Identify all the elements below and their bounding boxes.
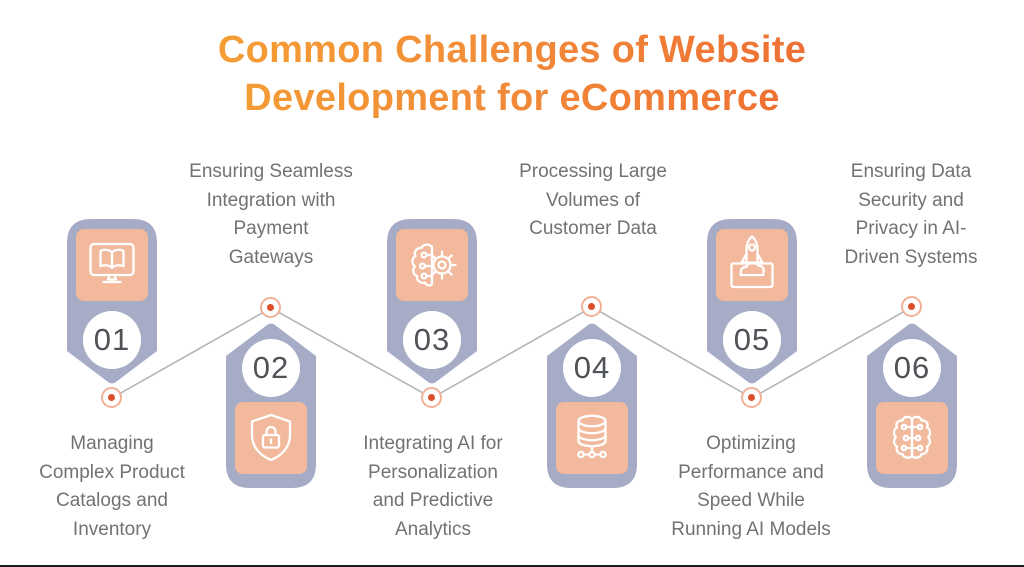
milestone-dot-4: [588, 303, 595, 310]
milestone-dot-5: [748, 394, 755, 401]
shield-lock-icon: [250, 413, 292, 462]
badge-01-number: 01: [83, 311, 141, 369]
brain-gear-icon: [411, 243, 457, 287]
badge-02-number: 02: [242, 339, 300, 397]
badge-03-icon-tile: [396, 229, 468, 301]
badge-06-icon-tile: [876, 402, 948, 474]
milestone-dot-2: [267, 304, 274, 311]
book-monitor-icon: [89, 242, 135, 284]
milestone-dot-1: [108, 394, 115, 401]
milestone-dot-6: [908, 303, 915, 310]
challenge-label-4: Processing Large Volumes of Customer Dat…: [519, 161, 667, 239]
database-network-icon: [577, 414, 607, 459]
milestone-node-5: [741, 387, 762, 408]
challenge-label-1: Managing Complex Product Catalogs and In…: [39, 433, 185, 540]
badge-05: 05: [707, 219, 797, 385]
milestone-node-1: [101, 387, 122, 408]
badge-04-icon-tile: [556, 402, 628, 474]
badge-02: 02: [226, 322, 316, 488]
bottom-edge-line: [0, 565, 1024, 567]
challenge-label-5: Optimizing Performance and Speed While R…: [671, 433, 831, 540]
milestone-node-6: [901, 296, 922, 317]
milestone-node-4: [581, 296, 602, 317]
badge-06-number: 06: [883, 339, 941, 397]
milestone-dot-3: [428, 394, 435, 401]
challenge-label-3: Integrating AI for Personalization and P…: [363, 433, 503, 540]
milestone-node-3: [421, 387, 442, 408]
badge-05-number: 05: [723, 311, 781, 369]
rocket-launch-icon: [730, 235, 774, 289]
badge-01-icon-tile: [76, 229, 148, 301]
badge-04: 04: [547, 322, 637, 488]
challenge-label-6: Ensuring Data Security and Privacy in AI…: [844, 161, 978, 268]
challenge-label-2: Ensuring Seamless Integration with Payme…: [189, 161, 353, 268]
badge-05-icon-tile: [716, 229, 788, 301]
badge-04-number: 04: [563, 339, 621, 397]
badge-01: 01: [67, 219, 157, 385]
badge-03-number: 03: [403, 311, 461, 369]
badge-06: 06: [867, 322, 957, 488]
milestone-node-2: [260, 297, 281, 318]
page-title: Common Challenges of Website Development…: [0, 26, 1024, 122]
badge-03: 03: [387, 219, 477, 385]
ai-brain-icon: [892, 415, 932, 459]
badge-02-icon-tile: [235, 402, 307, 474]
